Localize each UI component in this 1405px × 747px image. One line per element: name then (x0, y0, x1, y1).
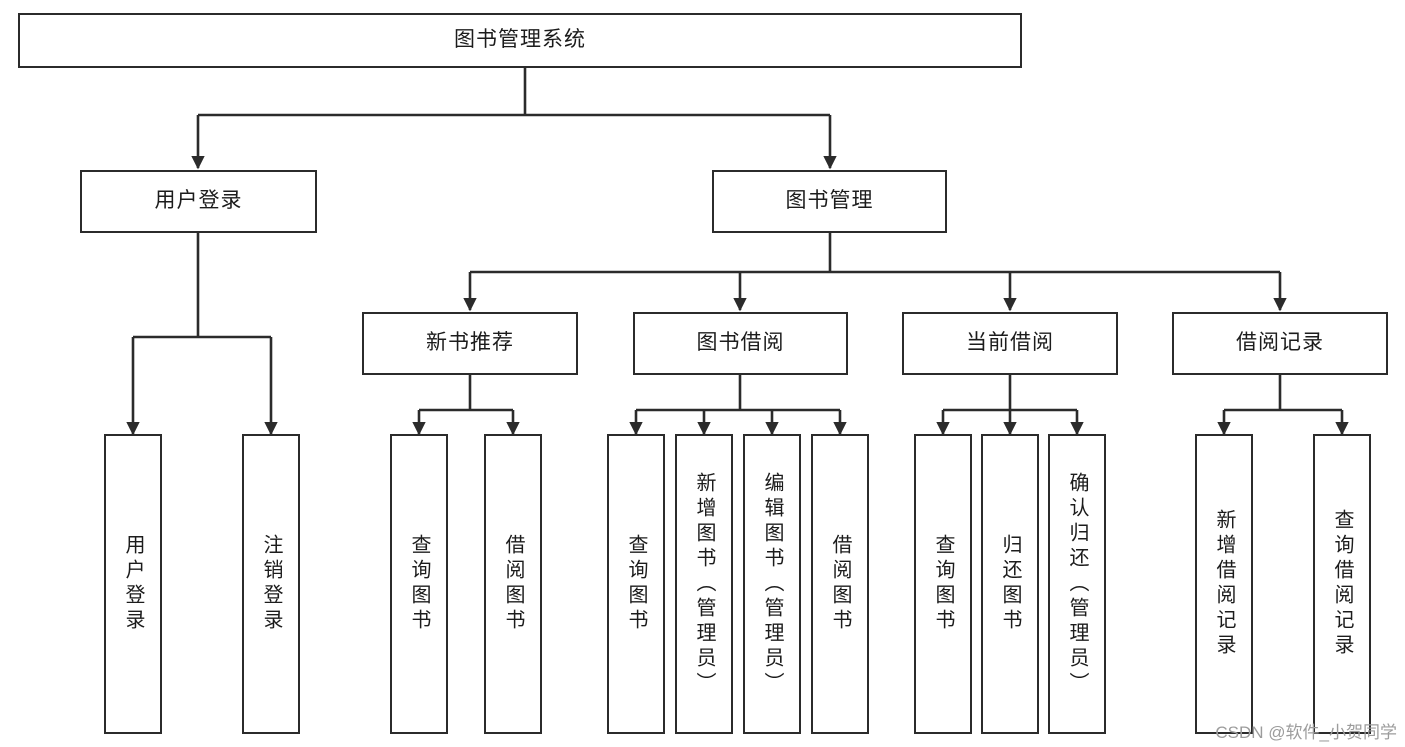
node-user-login-label: 用户登录 (154, 189, 243, 213)
node-leaf-edit-book-label: 编辑图书（管理员） (761, 471, 783, 697)
node-leaf-add-record-label: 新增借阅记录 (1213, 509, 1235, 659)
node-leaf-confirm-return[interactable]: 确认归还（管理员） (1048, 434, 1106, 734)
node-leaf-logout-login[interactable]: 注销登录 (242, 434, 300, 734)
node-new-book-recommend[interactable]: 新书推荐 (362, 312, 578, 375)
node-leaf-query-record-label: 查询借阅记录 (1331, 509, 1353, 659)
node-leaf-logout-login-label: 注销登录 (260, 534, 282, 634)
node-leaf-return-book-label: 归还图书 (999, 534, 1021, 634)
node-root-label: 图书管理系统 (454, 28, 586, 52)
node-leaf-borrow-book-1[interactable]: 借阅图书 (484, 434, 542, 734)
node-leaf-edit-book[interactable]: 编辑图书（管理员） (743, 434, 801, 734)
node-current-borrow-label: 当前借阅 (966, 331, 1054, 355)
node-leaf-borrow-book-2[interactable]: 借阅图书 (811, 434, 869, 734)
node-borrow-record[interactable]: 借阅记录 (1172, 312, 1388, 375)
node-leaf-query-book-3[interactable]: 查询图书 (914, 434, 972, 734)
node-book-borrow-label: 图书借阅 (696, 331, 785, 355)
node-leaf-return-book[interactable]: 归还图书 (981, 434, 1039, 734)
node-leaf-query-book-2[interactable]: 查询图书 (607, 434, 665, 734)
node-user-login[interactable]: 用户登录 (80, 170, 317, 233)
node-borrow-record-label: 借阅记录 (1236, 331, 1324, 355)
node-leaf-confirm-return-label: 确认归还（管理员） (1066, 471, 1088, 697)
node-leaf-borrow-book-2-label: 借阅图书 (829, 534, 851, 634)
node-leaf-query-record[interactable]: 查询借阅记录 (1313, 434, 1371, 734)
node-leaf-query-book-3-label: 查询图书 (932, 534, 954, 634)
node-leaf-add-record[interactable]: 新增借阅记录 (1195, 434, 1253, 734)
node-root[interactable]: 图书管理系统 (18, 13, 1022, 68)
node-book-borrow[interactable]: 图书借阅 (633, 312, 848, 375)
node-new-book-recommend-label: 新书推荐 (426, 331, 514, 355)
node-leaf-query-book-2-label: 查询图书 (625, 534, 647, 634)
node-book-manage[interactable]: 图书管理 (712, 170, 947, 233)
node-leaf-add-book-label: 新增图书（管理员） (693, 471, 715, 697)
node-leaf-borrow-book-1-label: 借阅图书 (502, 534, 524, 634)
node-book-manage-label: 图书管理 (785, 189, 874, 213)
node-leaf-user-login-label: 用户登录 (122, 534, 144, 634)
node-leaf-add-book[interactable]: 新增图书（管理员） (675, 434, 733, 734)
node-leaf-query-book-1[interactable]: 查询图书 (390, 434, 448, 734)
node-leaf-user-login[interactable]: 用户登录 (104, 434, 162, 734)
node-current-borrow[interactable]: 当前借阅 (902, 312, 1118, 375)
node-leaf-query-book-1-label: 查询图书 (408, 534, 430, 634)
